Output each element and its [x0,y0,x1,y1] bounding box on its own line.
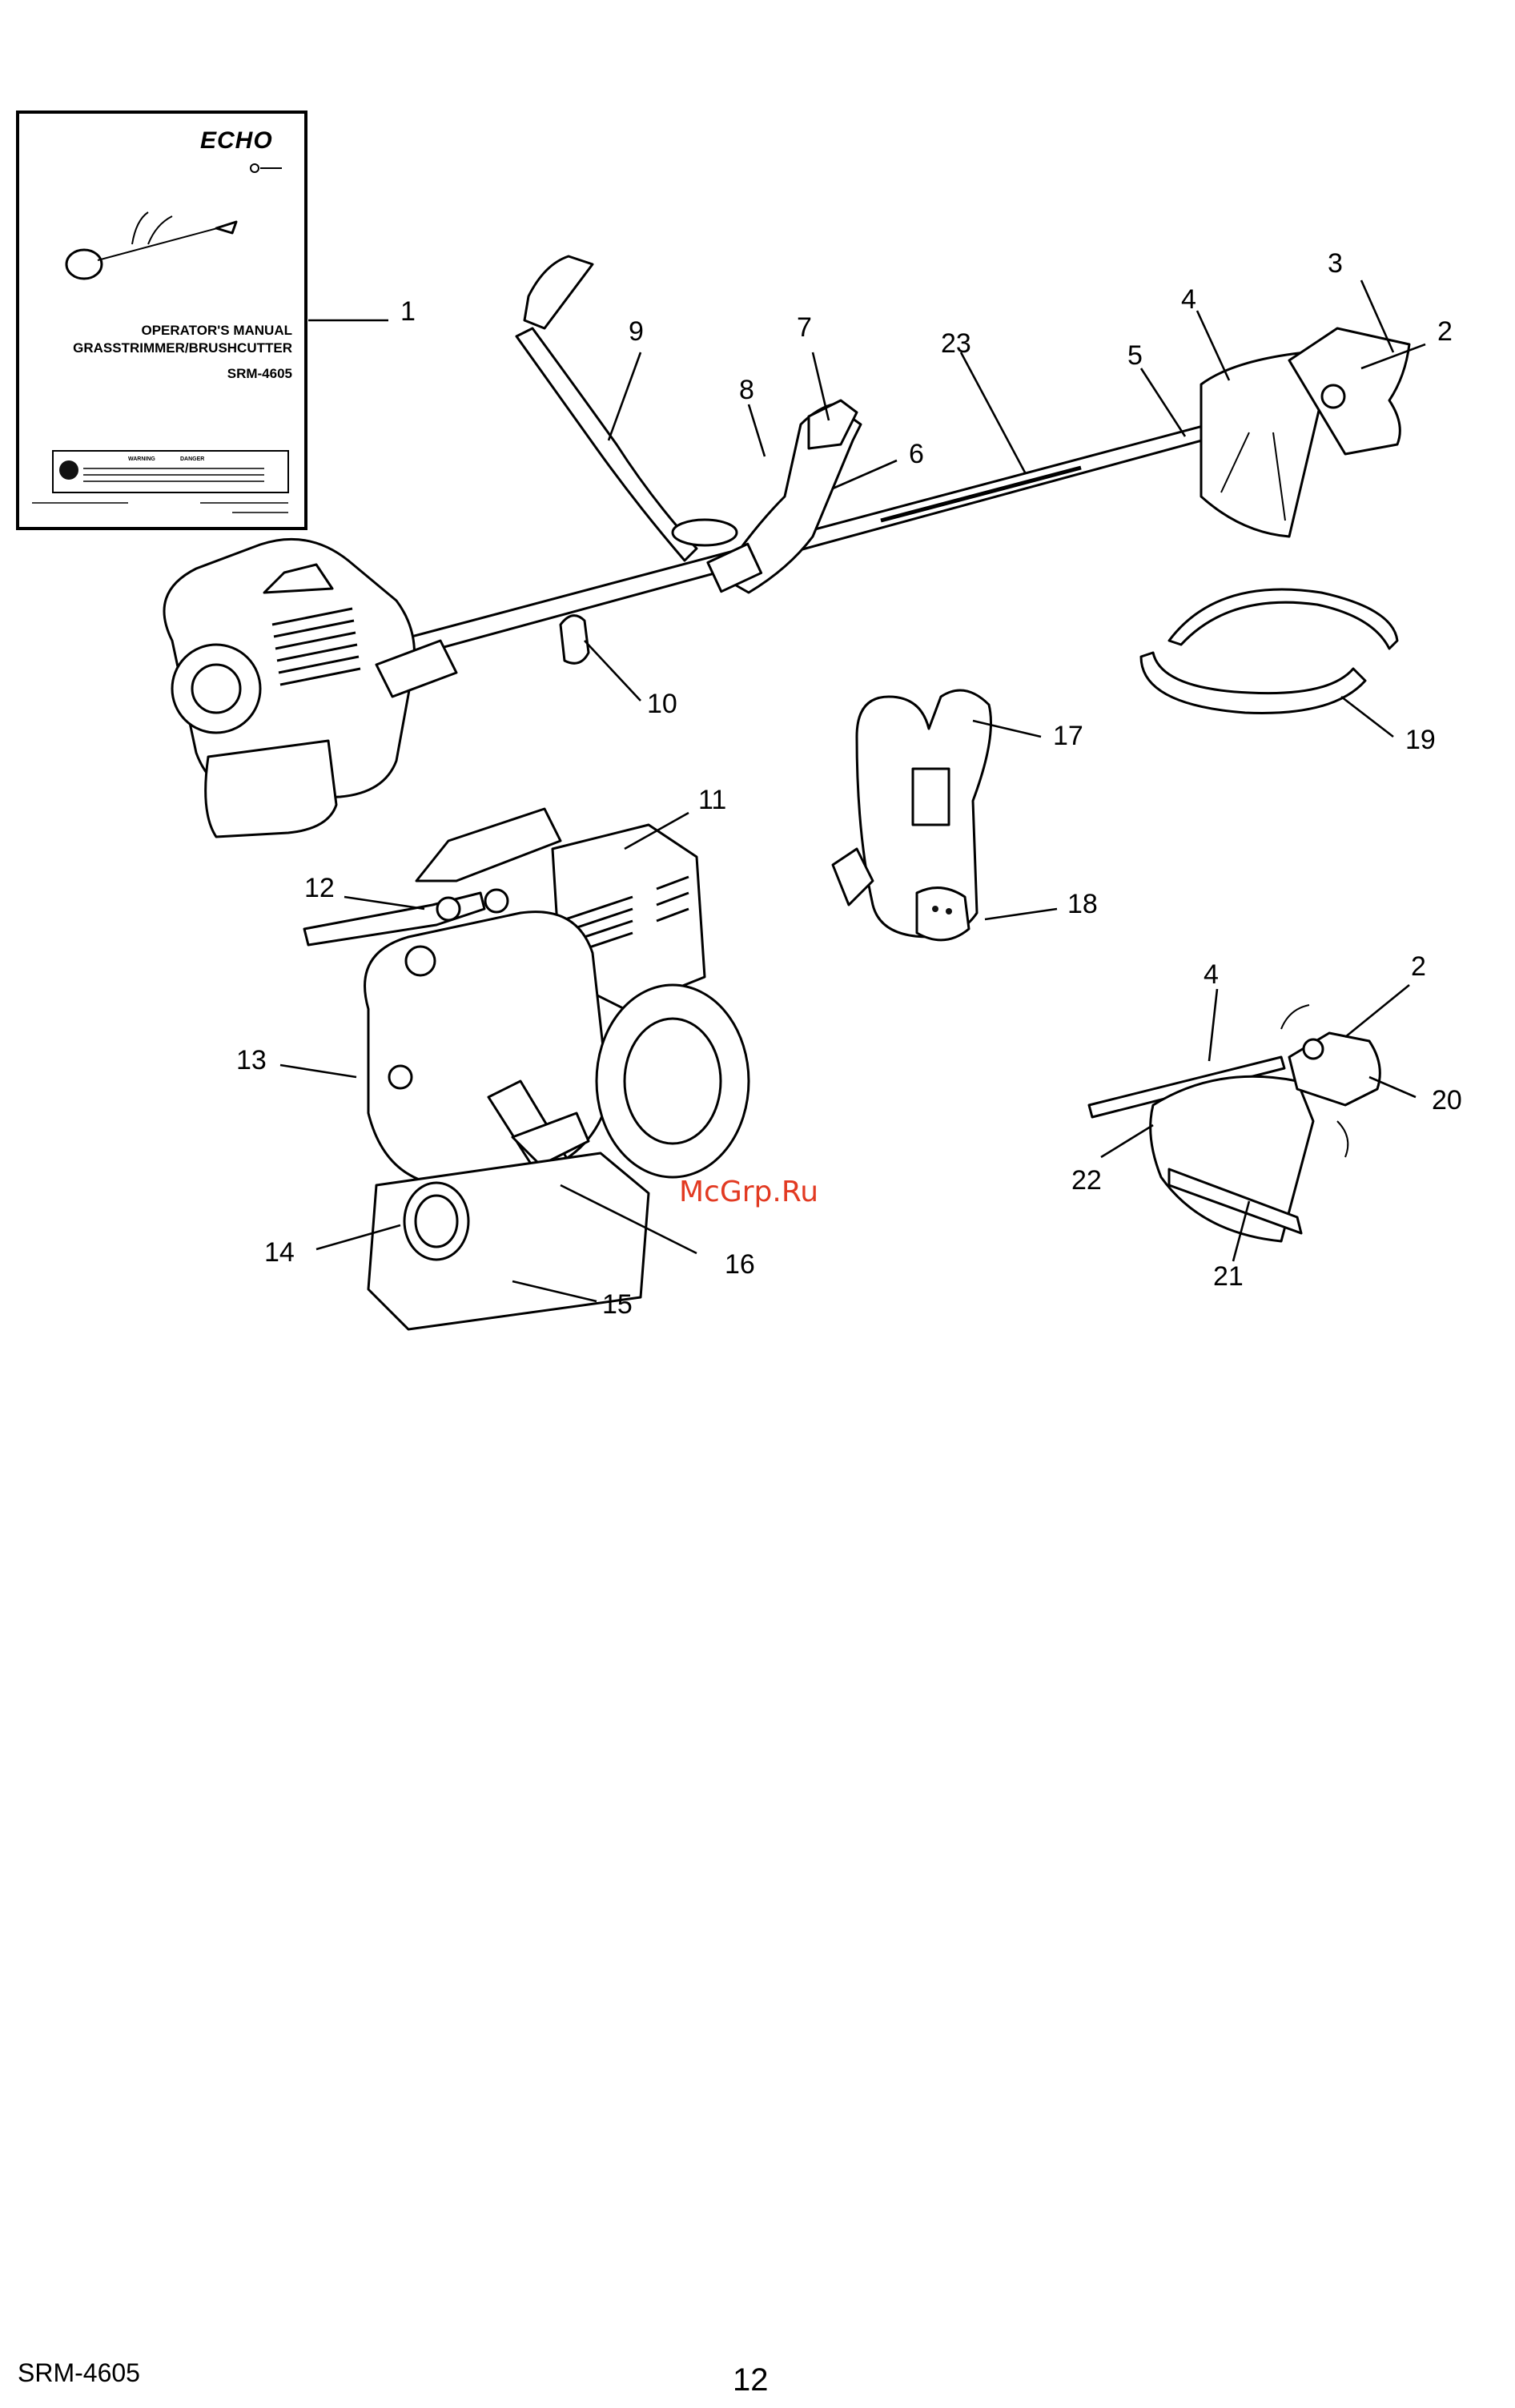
callout-17: 17 [1053,721,1083,751]
callout-21: 21 [1213,1261,1244,1292]
callout-4-lower: 4 [1204,959,1219,990]
callout-20: 20 [1432,1085,1462,1116]
cover-model: SRM-4605 [227,366,292,381]
cover-danger-label: DANGER [180,456,204,462]
callout-9: 9 [629,316,644,347]
callout-23: 23 [941,328,971,359]
trimmer-guard-assembly [1089,1005,1380,1241]
callout-2: 2 [1437,316,1453,347]
callout-4: 4 [1181,284,1196,315]
manual-cover: ECHO OPERATOR'S MANUAL GRASSTRIMMER/BRUS… [18,112,306,529]
cover-brand: ECHO [200,127,273,154]
callout-1: 1 [400,296,416,327]
parts-illustration: ECHO OPERATOR'S MANUAL GRASSTRIMMER/BRUS… [0,0,1515,1361]
callout-18: 18 [1067,889,1098,919]
callout-6: 6 [909,439,924,469]
callout-5: 5 [1127,340,1143,371]
callout-15: 15 [602,1289,633,1320]
callout-11: 11 [698,785,726,815]
cover-title-line1: OPERATOR'S MANUAL [141,323,292,338]
callout-16: 16 [725,1249,755,1280]
callout-2-lower: 2 [1411,951,1426,982]
harness [833,690,991,940]
shoulder-band [1141,589,1397,714]
page-number: 12 [733,2362,769,2398]
engine-exploded [304,809,749,1329]
trimmer-assembly [164,256,1409,837]
callout-7: 7 [797,312,812,343]
callout-8: 8 [739,375,754,405]
callout-10: 10 [647,689,677,719]
cover-title-line2: GRASSTRIMMER/BRUSHCUTTER [73,340,292,356]
callout-3: 3 [1328,248,1343,279]
footer-model: SRM-4605 [18,2358,140,2388]
callout-22: 22 [1071,1165,1102,1196]
cover-warning-label: WARNING [128,456,155,462]
watermark: McGrp.Ru [679,1176,818,1208]
callout-19: 19 [1405,725,1436,755]
callout-13: 13 [236,1045,267,1075]
callout-12: 12 [304,873,335,903]
callout-14: 14 [264,1237,295,1268]
